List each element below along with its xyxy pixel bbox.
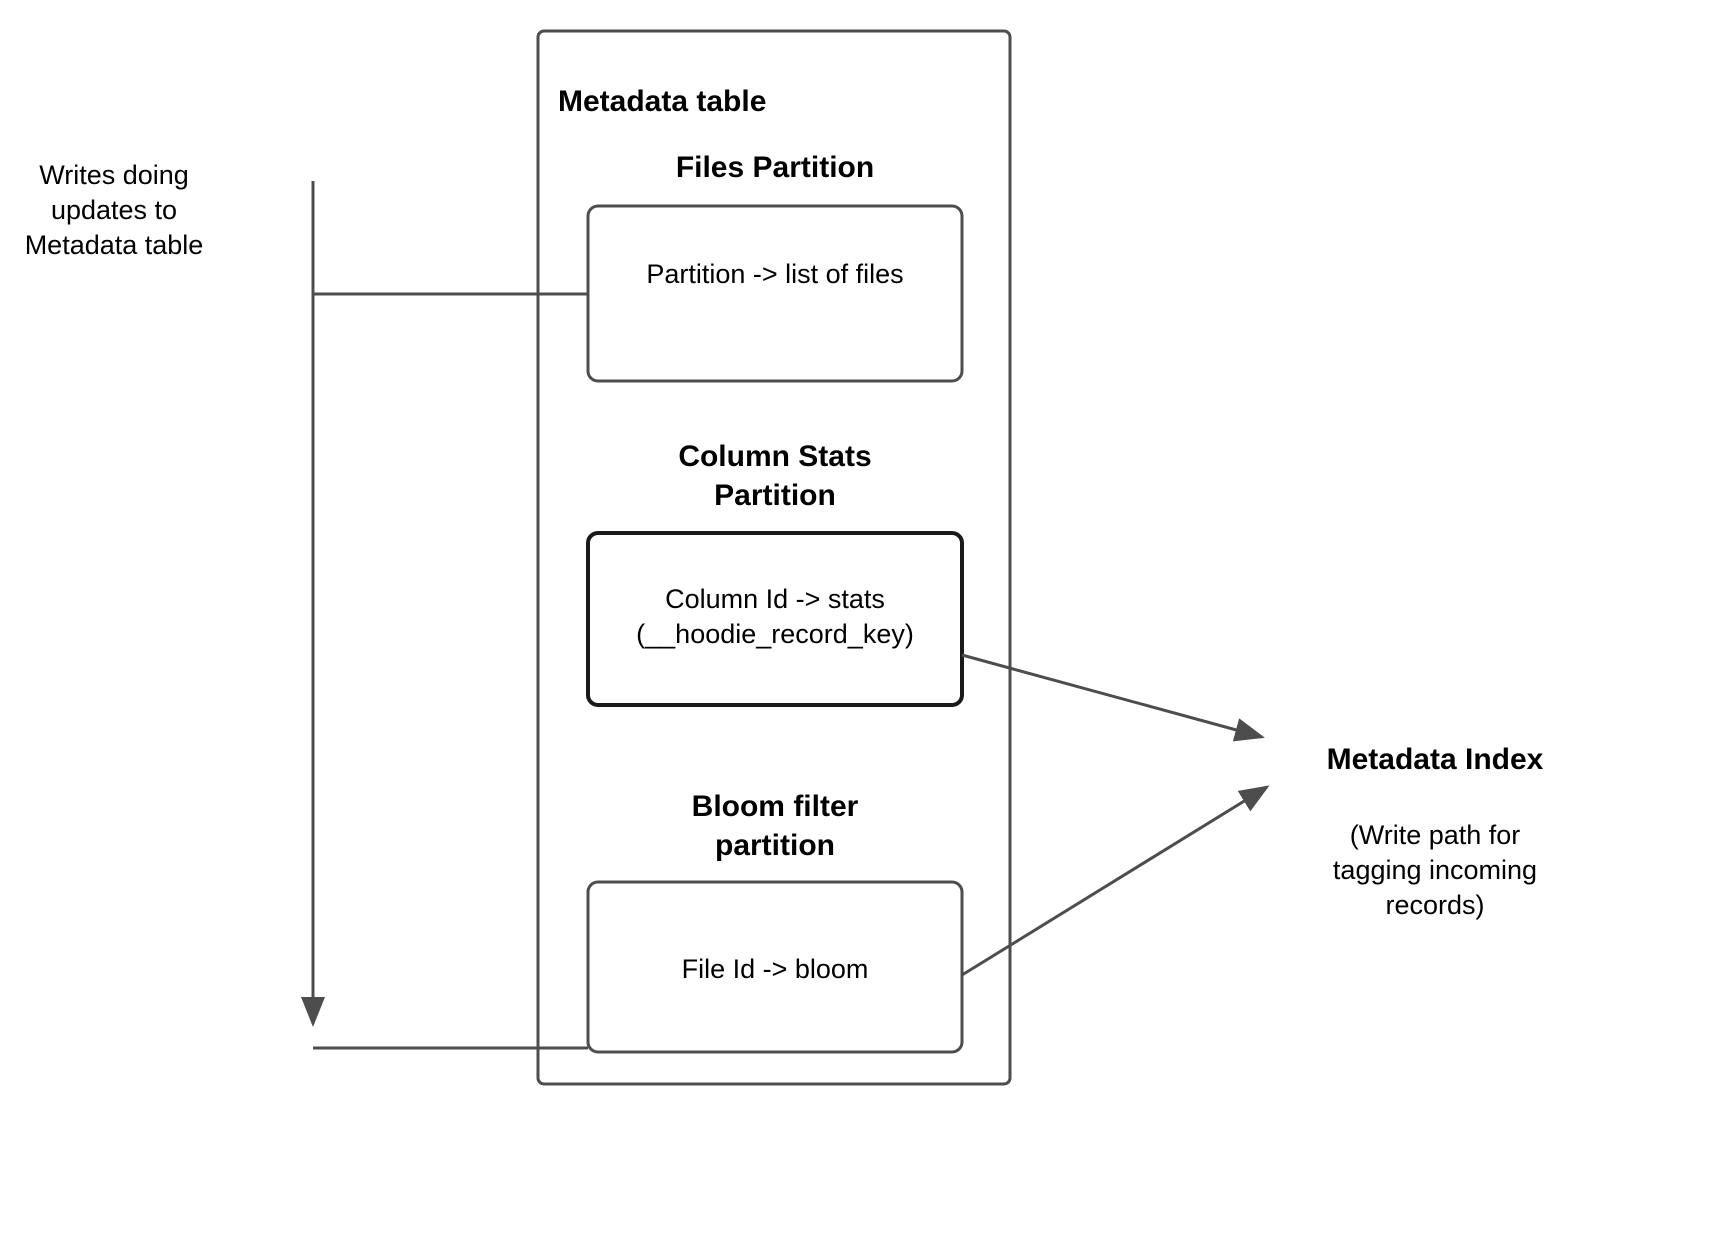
column-stats-to-index-arrow <box>961 653 1265 742</box>
bloom-to-index-arrow <box>961 785 1270 977</box>
column-stats-partition-box-label: Column Id -> stats (__hoodie_record_key) <box>636 584 914 650</box>
writes-annotation-label: Writes doing updates to Metadata table <box>24 160 204 261</box>
metadata-table-title: Metadata table <box>558 85 767 118</box>
column-stats-partition-heading: Column Stats Partition <box>678 440 872 512</box>
bloom-filter-partition-heading: Bloom filter partition <box>691 790 859 862</box>
bloom-filter-partition-box-label: File Id -> bloom <box>681 954 869 984</box>
metadata-index-title: Metadata Index <box>1326 743 1544 776</box>
files-partition-box-label: Partition -> list of files <box>646 259 904 289</box>
files-partition-box <box>586 204 964 383</box>
files-partition-heading: Files Partition <box>675 151 875 184</box>
bloom-filter-partition-box <box>586 880 964 1054</box>
metadata-table-container <box>536 29 1012 1086</box>
metadata-index-subtitle: (Write path for tagging incoming records… <box>1332 820 1538 921</box>
column-stats-partition-box <box>586 531 964 707</box>
